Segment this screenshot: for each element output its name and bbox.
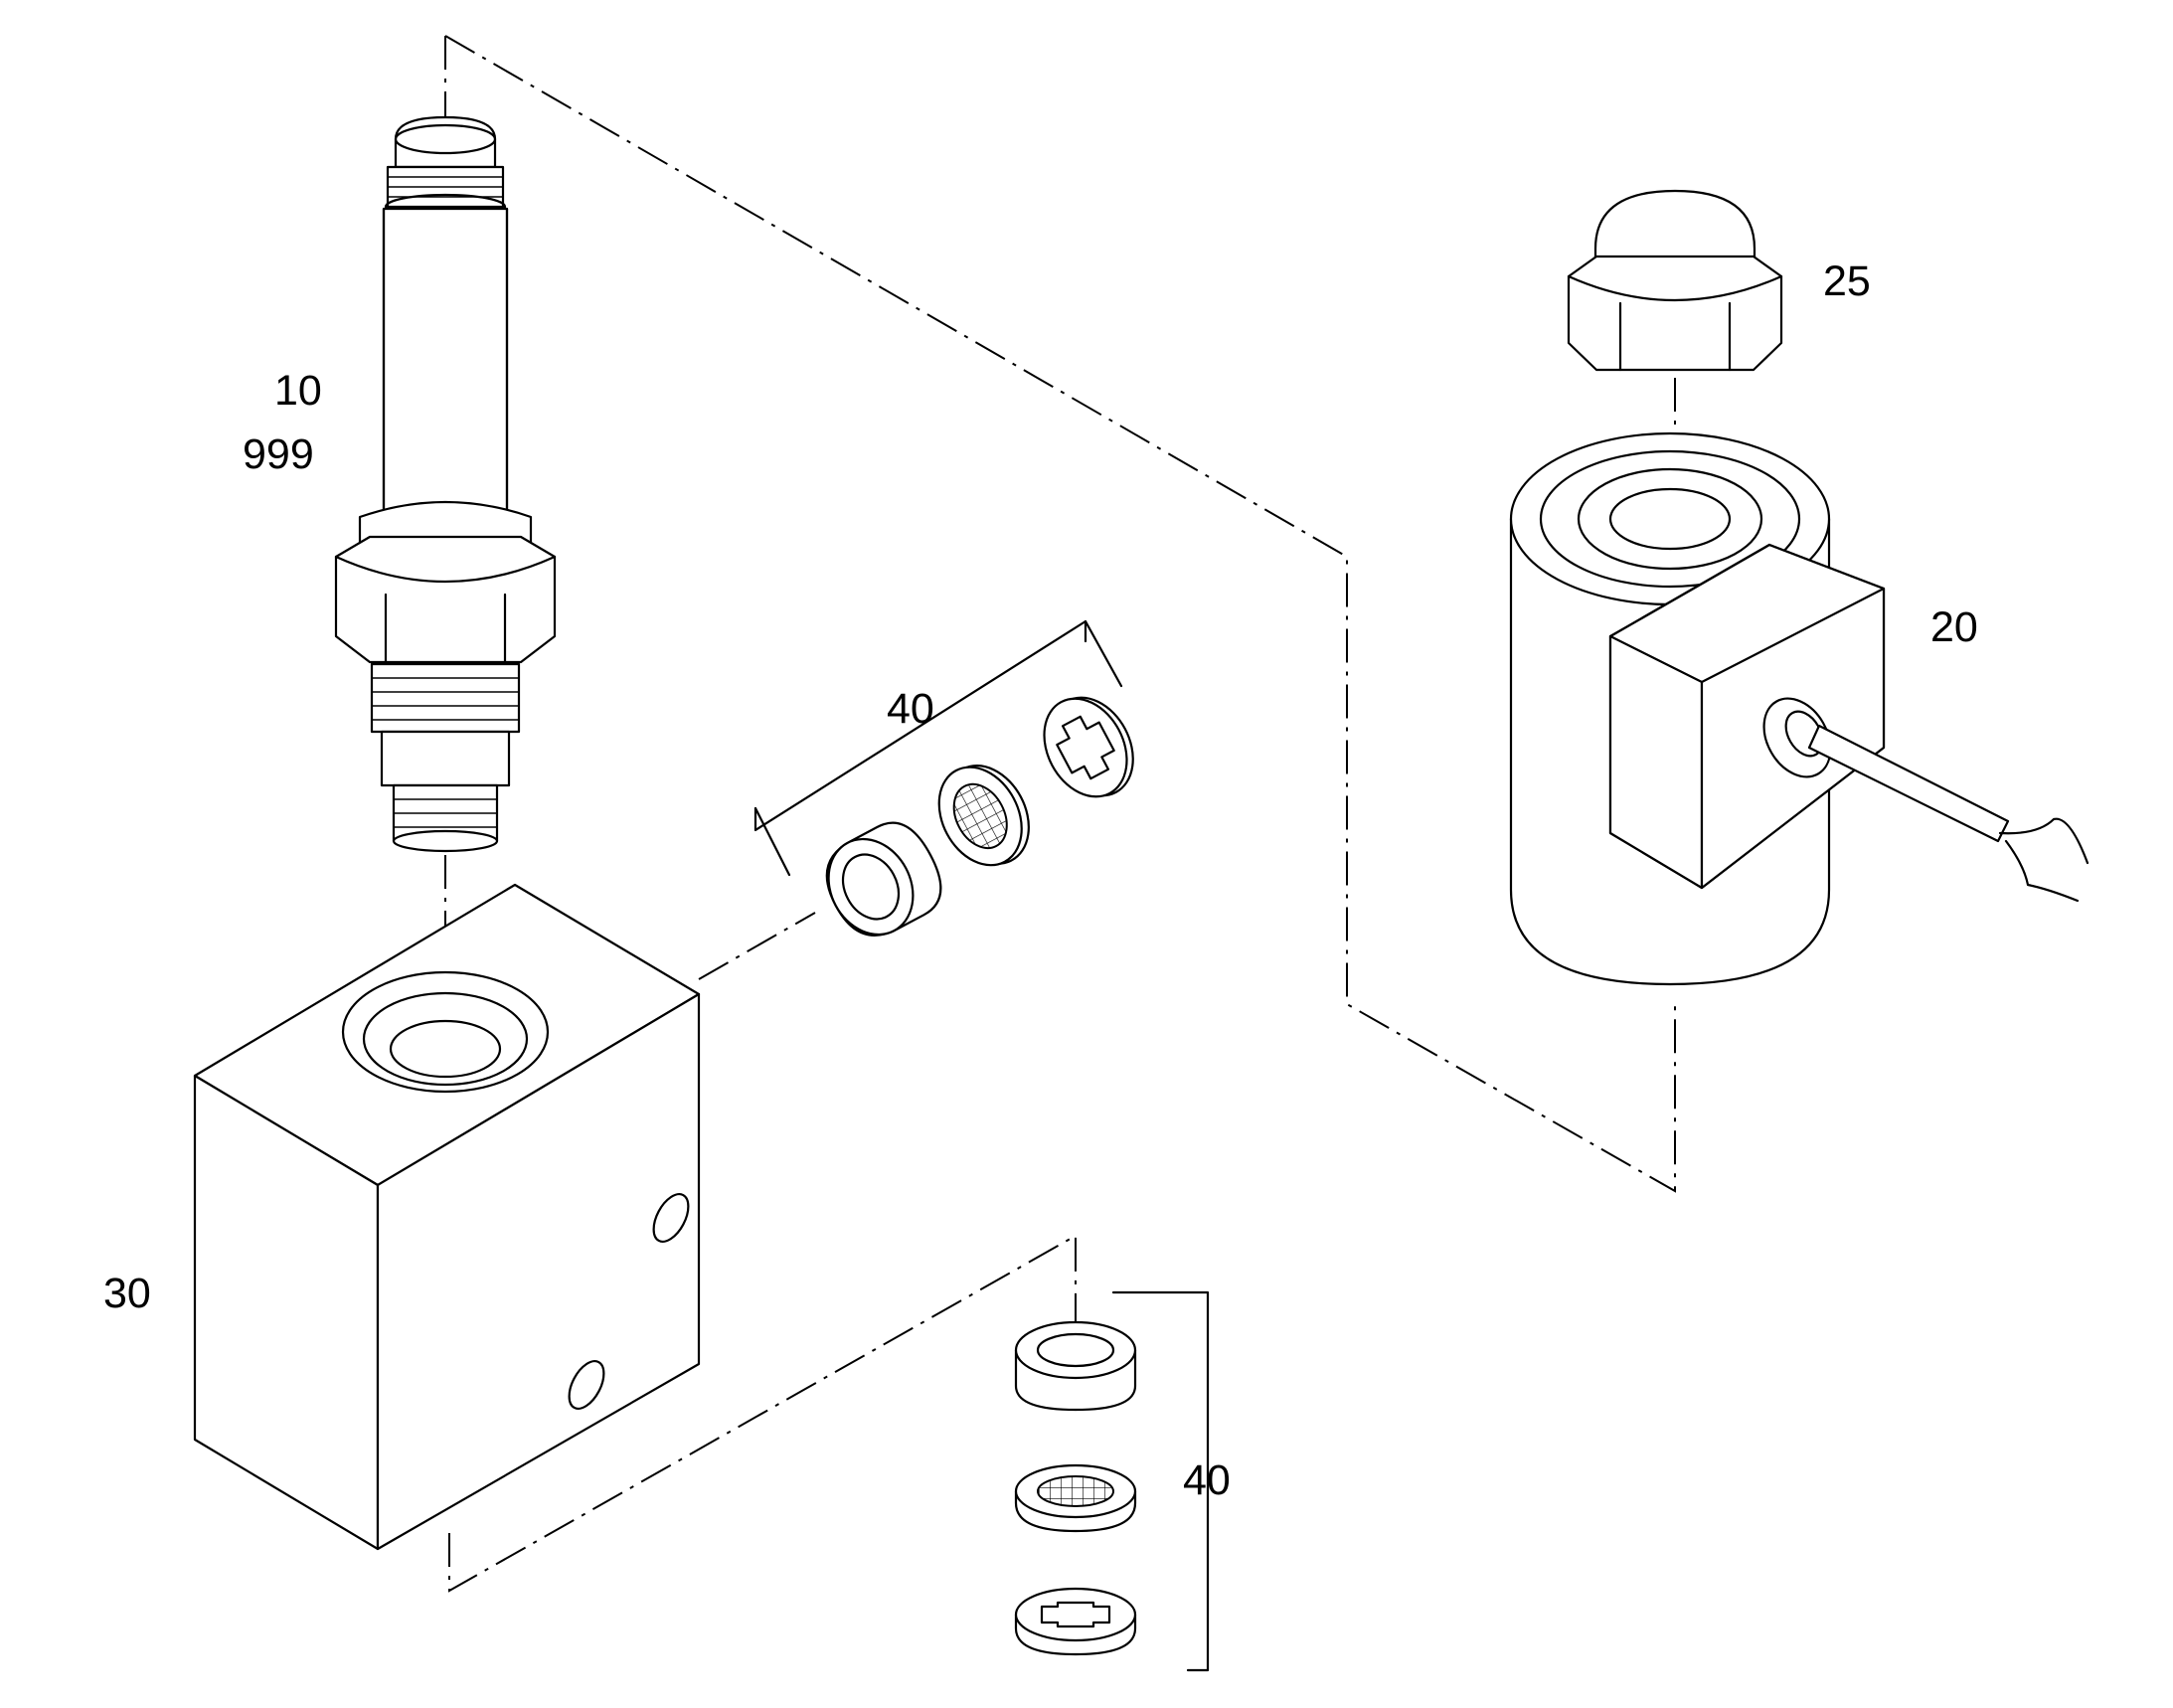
callout-25: 25 — [1823, 257, 1871, 305]
callout-40-lower: 40 — [1183, 1456, 1231, 1504]
seal-set-lower-part-40 — [1014, 1290, 1210, 1672]
callout-10: 10 — [274, 367, 322, 415]
callout-999: 999 — [243, 430, 314, 478]
cartridge-valve-part-10 — [334, 115, 557, 853]
solenoid-coil-part-20 — [1509, 431, 2089, 986]
cap-nut-part-25 — [1567, 189, 1783, 372]
callout-30: 30 — [103, 1270, 151, 1317]
seal-set-upper-part-40 — [753, 619, 1134, 937]
callout-20: 20 — [1930, 603, 1978, 651]
callout-40-upper: 40 — [887, 685, 934, 733]
manifold-block-part-30 — [193, 883, 701, 1551]
